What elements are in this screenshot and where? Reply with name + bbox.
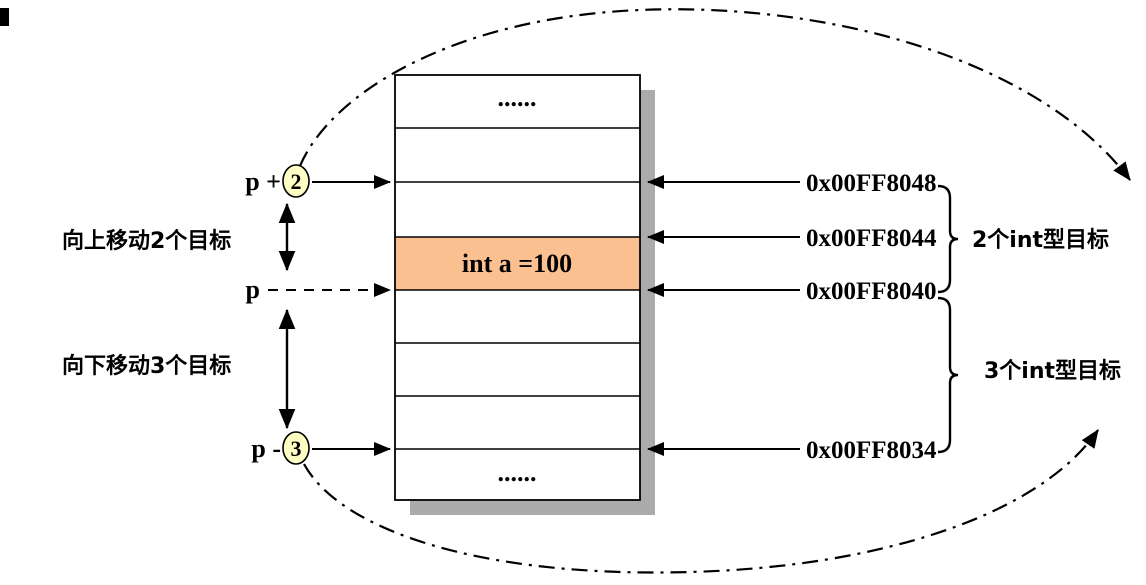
address-label-2: 0x00FF8040: [806, 278, 937, 305]
pointer-offset-badge-2: [282, 164, 310, 198]
memory-ellipsis-top: ......: [498, 83, 537, 112]
address-label-0: 0x00FF8048: [806, 170, 937, 197]
memory-cell-value: int a =100: [462, 249, 572, 278]
brace-lower: [937, 296, 959, 454]
highlight-cell: [396, 237, 639, 290]
pointer-offset-badge-3: [282, 431, 310, 465]
pointer-offset-3-text: 3: [291, 436, 302, 461]
brace-upper-label: 2个int型目标: [972, 227, 1109, 253]
dashdot-curve-top: [298, 8, 1131, 181]
memory-ellipsis-bottom: ......: [498, 458, 537, 487]
address-arrows: [647, 175, 800, 456]
address-label-1: 0x00FF8044: [806, 225, 937, 252]
pointer-p-minus-label: p -: [251, 434, 281, 463]
row-dividers: [395, 127, 640, 450]
address-label-3: 0x00FF8034: [806, 437, 937, 464]
brace-lower-label: 3个int型目标: [984, 358, 1121, 384]
pointer-p-label: p: [246, 275, 260, 304]
pointer-offset-2-text: 2: [291, 169, 302, 194]
pointer-p-plus-label: p +: [245, 167, 281, 196]
dashdot-curve-bottom: [303, 429, 1099, 574]
move-up-label: 向上移动2个目标: [62, 228, 231, 254]
brace-upper: [937, 184, 959, 294]
corner-artifact: [0, 8, 9, 26]
move-down-label: 向下移动3个目标: [62, 353, 231, 379]
